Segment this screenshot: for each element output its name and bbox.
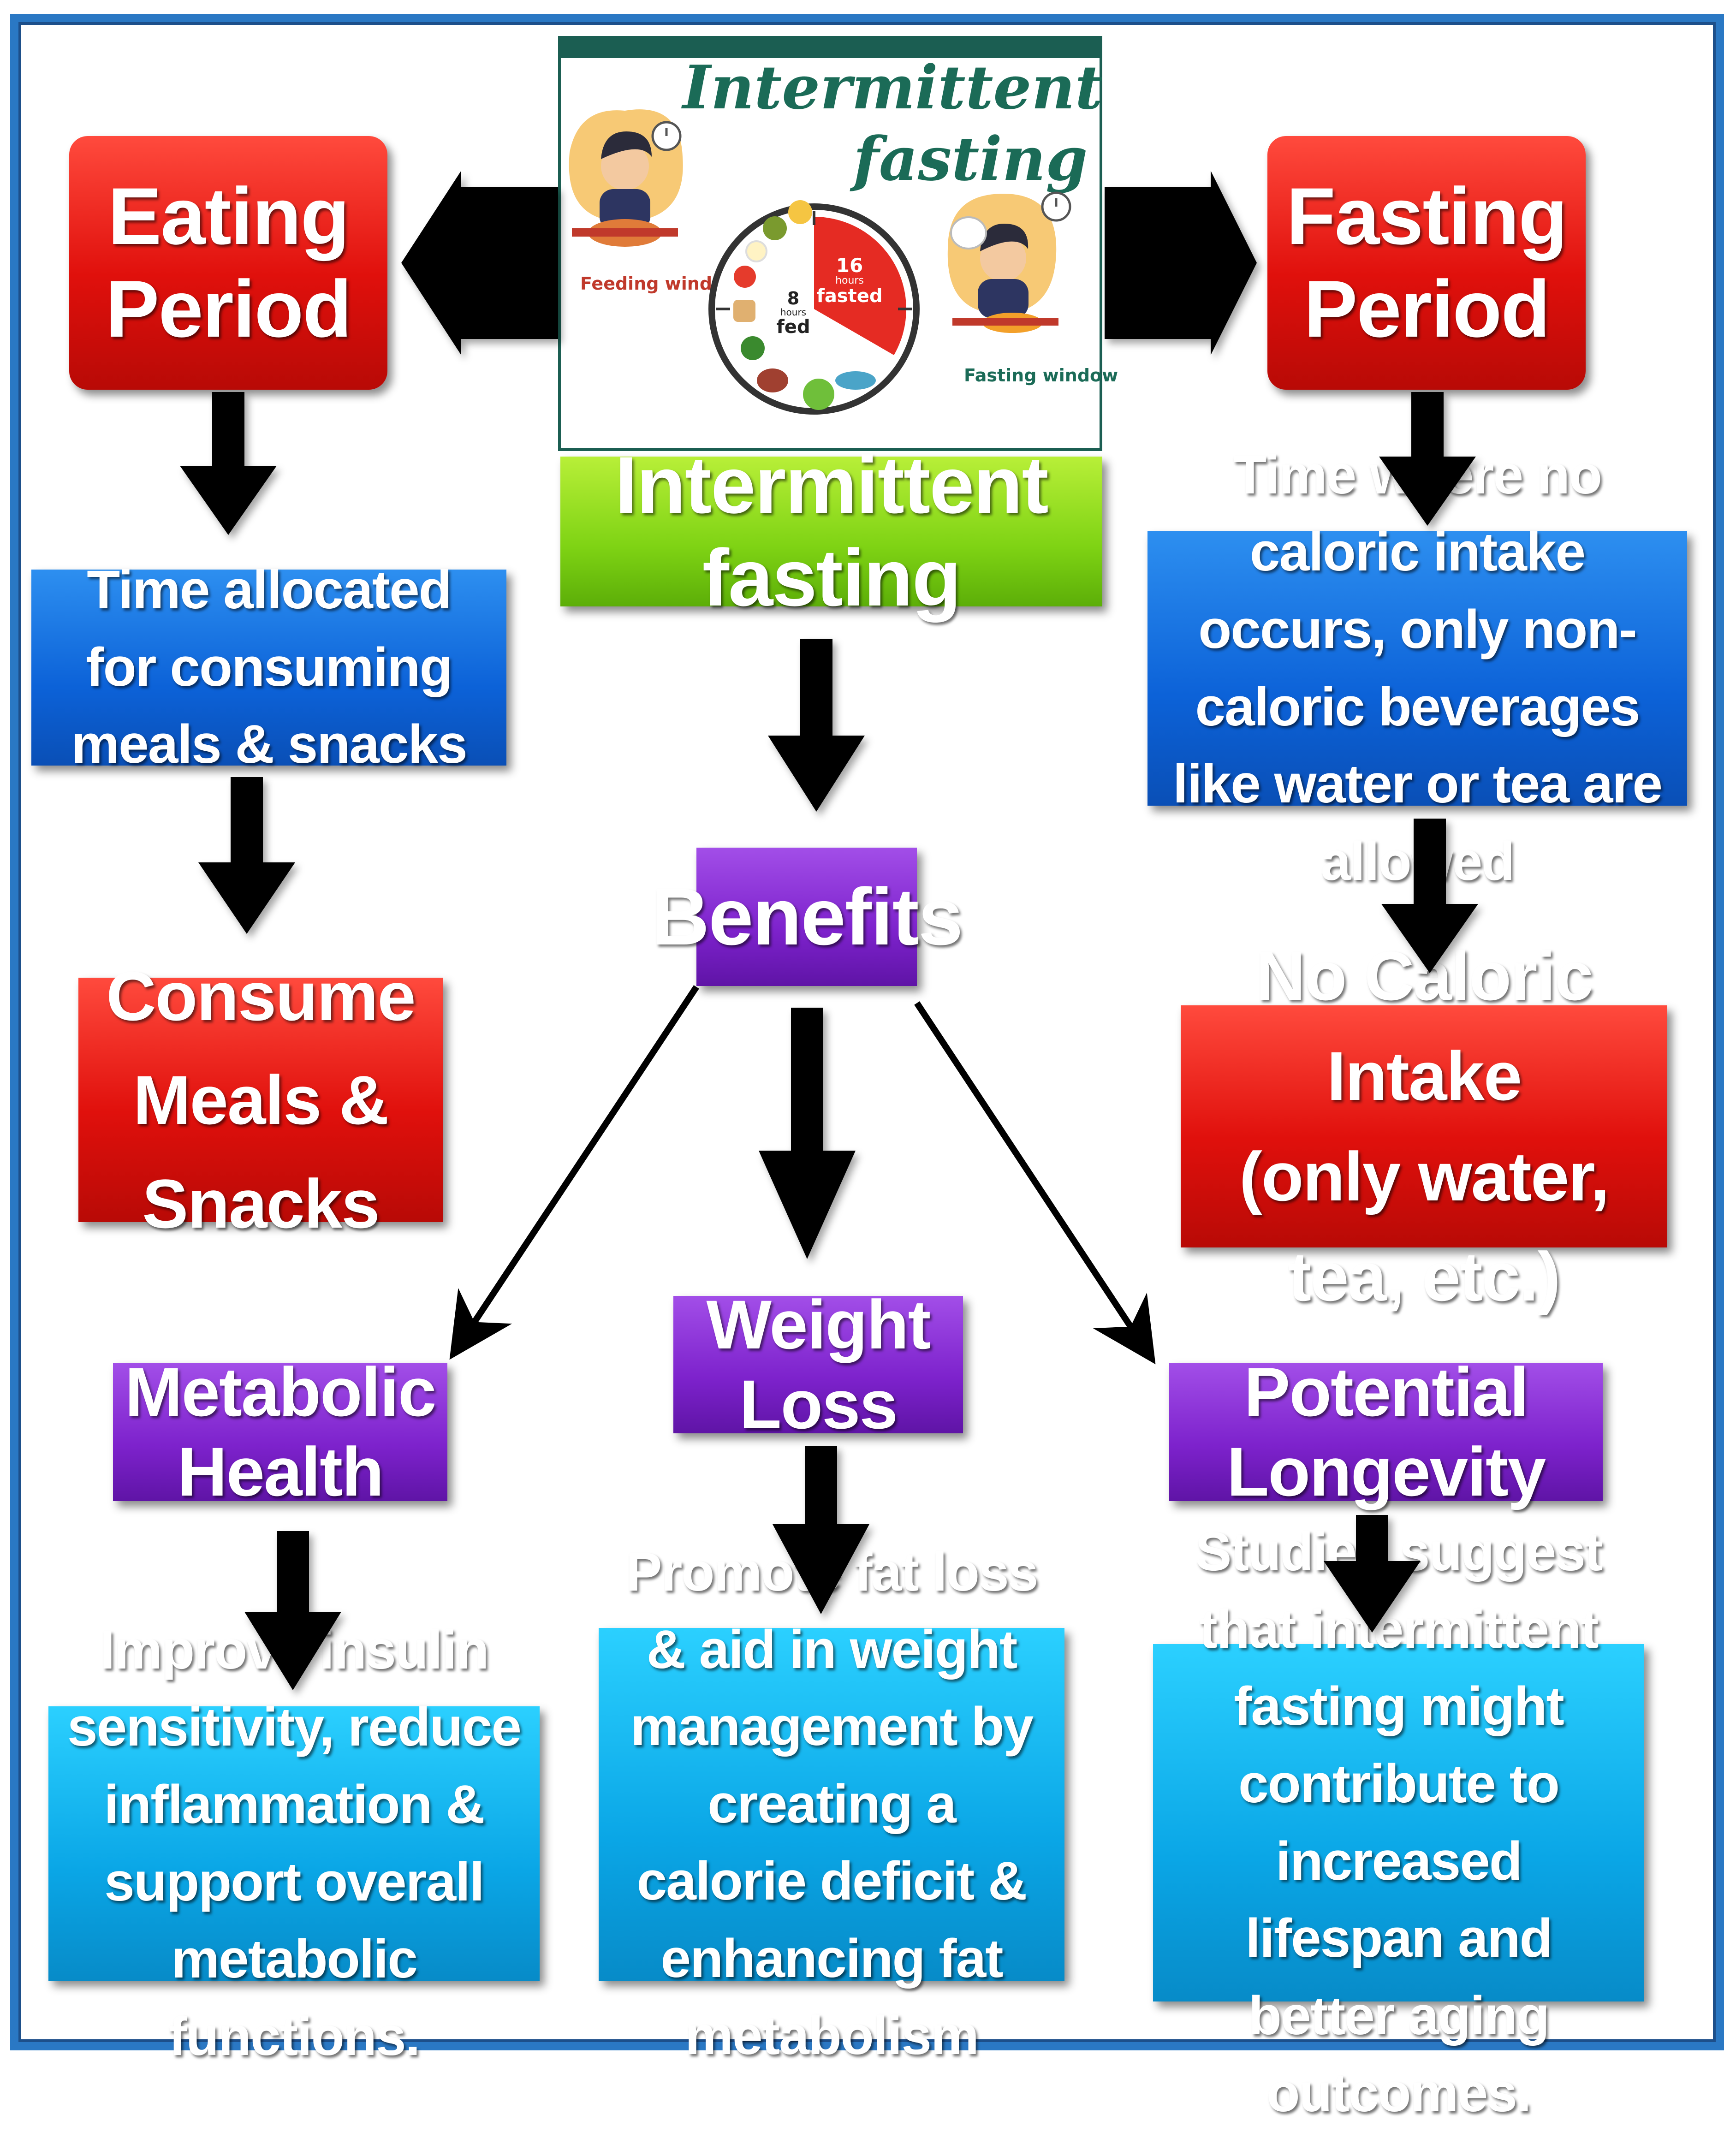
feeding-person-icon <box>569 109 683 247</box>
fasting-description-box: Time where no caloric intake occurs, onl… <box>1147 445 1687 892</box>
eating-period-box: Eating Period <box>69 136 387 390</box>
avocado-icon <box>763 216 787 240</box>
arrow-eating-to-desc <box>180 392 277 535</box>
center-label: Intermittent fasting <box>615 440 1049 623</box>
arrow-benefits-to-metabolic <box>449 985 699 1360</box>
clock-fasted-unit: hours <box>835 275 864 286</box>
clock-fasted-number: 16 <box>836 254 863 277</box>
page-frame <box>10 14 1724 2050</box>
potential-longevity-box: Potential Longevity <box>1169 1353 1603 1510</box>
benefits-box: Benefits <box>651 848 963 986</box>
hero-top-bar <box>558 36 1102 58</box>
arrow-desc-to-eating-result <box>198 777 295 934</box>
potential-longevity-title: Potential Longevity <box>1226 1353 1546 1510</box>
arrow-benefits-to-longevity <box>914 1001 1156 1365</box>
arrow-desc-to-fasting-result <box>1381 819 1478 973</box>
hero-title-line2: fasting <box>850 124 1088 194</box>
metabolic-health-box: Metabolic Health <box>113 1353 447 1510</box>
arrow-metabolic-to-desc <box>244 1531 341 1690</box>
metabolic-health-title: Metabolic Health <box>125 1353 437 1510</box>
weight-loss-desc-box: Promote fat loss & aid in weight managem… <box>599 1542 1064 2066</box>
eating-description-box: Time allocated for consuming meals & sna… <box>31 559 506 775</box>
fasting-person-icon <box>947 194 1058 333</box>
arrow-weightloss-to-desc <box>773 1446 869 1614</box>
arrow-center-to-benefits <box>768 639 865 812</box>
metabolic-health-desc-box: Improve insulin sensitivity, reduce infl… <box>48 1620 540 2067</box>
hero-graphics: Intermittent fasting Feeding window 16 h… <box>569 52 1118 415</box>
eating-result-box: Consume Meals & Snacks <box>78 957 443 1242</box>
clock-fasted-word: fasted <box>816 285 882 307</box>
eating-result: Consume Meals & Snacks <box>106 957 416 1242</box>
weight-loss-title: Weight Loss <box>706 1286 931 1443</box>
fasting-clock: 16 hours fasted 8 hours fed <box>708 200 920 415</box>
fasting-period-box: Fasting Period <box>1267 136 1586 390</box>
clock-fed-number: 8 <box>787 288 799 309</box>
clock-fed-unit: hours <box>780 307 806 318</box>
arrow-to-eating-period <box>401 171 558 355</box>
arrow-to-fasting-period <box>1105 171 1257 355</box>
weight-loss-box: Weight Loss <box>673 1286 963 1443</box>
eating-description: Time allocated for consuming meals & sna… <box>71 559 468 775</box>
bread-icon <box>733 300 755 322</box>
fasted-sector <box>814 217 906 356</box>
fasting-period-title: Fasting Period <box>1286 172 1568 354</box>
tomato-icon <box>734 266 756 288</box>
center-intermittent-fasting-box: Intermittent fasting <box>560 440 1102 623</box>
weight-loss-desc: Promote fat loss & aid in weight managem… <box>625 1542 1039 2067</box>
lettuce-icon <box>803 379 834 410</box>
benefits-title: Benefits <box>651 872 963 962</box>
hero-title-line1: Intermittent <box>681 52 1103 123</box>
egg-icon <box>745 240 767 262</box>
eating-period-title: Eating Period <box>105 172 352 354</box>
fasting-window-label: Fasting window <box>964 365 1118 386</box>
arrow-fasting-to-desc <box>1379 392 1476 526</box>
arrow-longevity-to-desc <box>1324 1515 1421 1633</box>
potential-longevity-desc-box: Studies suggest that intermittent fastin… <box>1153 1521 1644 2123</box>
feeding-clock-icon <box>651 121 682 151</box>
fasting-result-line2: (only water, tea, etc.) <box>1239 1137 1610 1316</box>
cheese-icon <box>788 200 812 224</box>
arrow-benefits-to-weight-loss <box>759 1008 856 1259</box>
clock-fed-word: fed <box>776 316 810 338</box>
arrows-layer <box>180 171 1478 1690</box>
fish-icon <box>835 371 876 390</box>
fasting-clock-icon <box>1041 191 1071 222</box>
steak-icon <box>757 368 788 392</box>
broccoli-icon <box>741 336 765 360</box>
